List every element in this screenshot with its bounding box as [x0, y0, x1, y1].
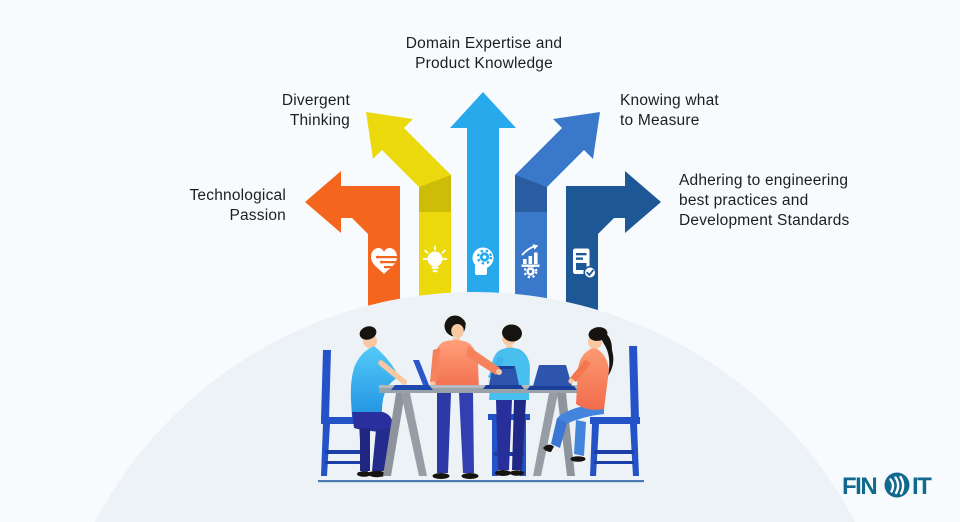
chart-gear-icon [521, 244, 540, 279]
person-2-reaching-arm [466, 346, 502, 375]
logo-text-it: IT [912, 473, 932, 500]
person-1-forearm [378, 360, 407, 385]
team-illustration [318, 315, 644, 483]
arrow-up-shape [450, 92, 516, 312]
label-knowing-measure: Knowing what to Measure [620, 92, 719, 129]
finoit-logo: FIN IT [842, 469, 942, 506]
dome-background [95, 292, 855, 522]
logo-text-fin: FIN [842, 473, 876, 500]
logo-o-claws [889, 475, 905, 495]
arrow-adhering-standards [566, 171, 661, 312]
arrow-bend-shade [515, 175, 547, 212]
arrow-knowing-measure [515, 112, 600, 312]
head-gear-icon [472, 247, 494, 275]
chair-right [590, 346, 640, 476]
ground-line [318, 480, 644, 483]
arrow-right-shape [566, 171, 661, 312]
table [379, 385, 586, 476]
laptop-3 [527, 365, 577, 390]
label-adhering-standards: Adhering to engineering best practices a… [679, 172, 850, 229]
person-4 [543, 327, 614, 462]
heart-circuit-icon [371, 248, 397, 274]
label-technological-passion: Technological Passion [189, 187, 286, 224]
arrow-bend-shade [419, 175, 451, 212]
finoit-logo-graphic: FIN IT [842, 472, 934, 500]
arrow-left-shape [305, 171, 400, 312]
arrow-technological-passion [305, 171, 400, 312]
label-divergent-thinking: Divergent Thinking [281, 92, 350, 129]
lightbulb-icon [422, 245, 448, 273]
person-1 [350, 326, 399, 478]
person-2 [430, 315, 479, 479]
document-check-icon [573, 248, 597, 280]
arrow-domain-expertise [450, 92, 516, 312]
label-domain-expertise: Domain Expertise and Product Knowledge [405, 35, 563, 72]
laptop-1 [391, 360, 433, 390]
arrow-divergent-thinking [366, 112, 451, 312]
